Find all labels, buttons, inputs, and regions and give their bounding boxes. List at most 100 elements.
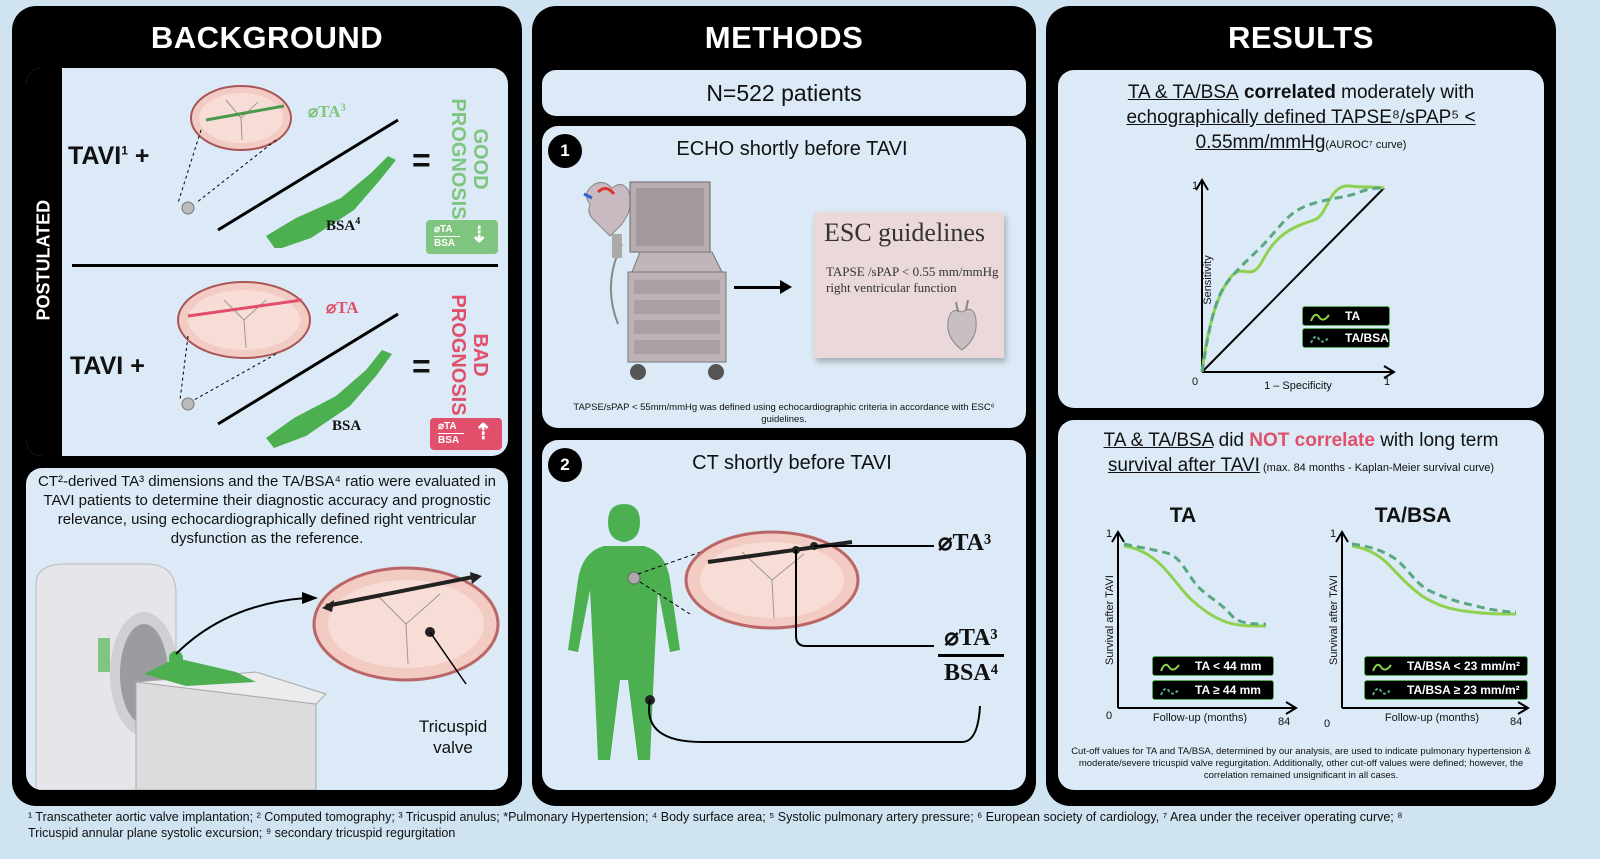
heart-icon — [947, 300, 977, 351]
survival-note: Cut-off values for TA and TA/BSA, determ… — [1071, 746, 1531, 781]
km-left-legend-2: TA ≥ 44 mm — [1152, 680, 1274, 700]
postulated-bar — [26, 68, 62, 456]
methods-title: METHODS — [704, 20, 864, 55]
patients-panel: N=522 patients — [542, 70, 1026, 116]
good-tavi-label: TAVI1 + — [68, 142, 150, 170]
dashed-curve-icon — [1372, 687, 1392, 696]
solid-curve-icon — [1160, 663, 1180, 672]
km-left-legend-1: TA < 44 mm — [1152, 656, 1274, 676]
step1-title: ECHO shortly before TAVI — [676, 138, 908, 160]
esc-card-line1: TAPSE /sPAP < 0.55 mm/mmHg — [826, 264, 999, 279]
good-ta-label: ⌀TA3 — [308, 102, 346, 121]
roc-legend-ta-bsa: TA/BSA — [1302, 328, 1390, 348]
results-column: RESULTS TA & TA/BSA correlated moderatel… — [1046, 6, 1556, 806]
good-ta-line — [205, 104, 285, 122]
km-left-x-max: 84 — [1278, 716, 1291, 728]
step2-title: CT shortly before TAVI — [692, 452, 892, 474]
echo-machine-illustration — [583, 181, 727, 380]
patients-count: N=522 patients — [706, 80, 862, 106]
step2-number: 2 — [548, 448, 582, 482]
km-right-curve-solid — [1351, 544, 1517, 616]
dashed-curve-icon — [1310, 335, 1330, 344]
solid-curve-icon — [1372, 663, 1392, 672]
survival-panel: TA & TA/BSA did NOT correlate with long … — [1058, 420, 1544, 790]
km-left-x-label: Follow-up (months) — [1152, 712, 1248, 724]
km-right-y-max: 1 — [1330, 528, 1337, 540]
bad-body-figure — [266, 350, 392, 448]
bad-ratio-badge: ⌀TA BSA ⇡ — [430, 418, 502, 450]
human-figure — [568, 504, 680, 760]
down-arrow-icon: ⇣ — [470, 222, 489, 247]
good-ratio-badge: ⌀TA BSA ⇣ — [426, 220, 498, 254]
postulated-panel: POSTULATED TAVI1 + ⌀TA3 BSA4 = GOOD PROG… — [26, 68, 508, 456]
background-column: BACKGROUND POSTULATED TAVI1 + ⌀TA3 BSA4 … — [12, 6, 522, 806]
km-right-title: TA/BSA — [1374, 504, 1452, 527]
km-right-origin: 0 — [1324, 718, 1331, 730]
results-title: RESULTS — [1228, 20, 1374, 55]
km-left-curve-dashed — [1123, 542, 1267, 626]
roc-y-max: 1 — [1192, 180, 1199, 192]
km-left-y-label: Survival after TAVI — [1104, 575, 1116, 665]
roc-curve-ta — [1200, 184, 1385, 373]
up-arrow-icon: ⇡ — [474, 419, 493, 444]
postulated-divider — [72, 264, 498, 267]
ct-ratio-label: ⌀TA³ BSA⁴ — [938, 624, 1004, 687]
km-right-x-label: Follow-up (months) — [1384, 712, 1480, 724]
good-equals: = — [412, 142, 431, 178]
roc-panel: TA & TA/BSA correlated moderately with e… — [1058, 70, 1544, 408]
dashed-curve-icon — [1160, 687, 1180, 696]
ct-body-diagram — [568, 504, 981, 760]
bad-ta-line — [187, 298, 303, 318]
roc-legend-ta: TA — [1302, 306, 1390, 326]
right-arrowhead — [780, 280, 792, 294]
footnote-line-1: ¹ Transcatheter aortic valve implantatio… — [28, 810, 1403, 824]
km-left-title: TA — [1169, 504, 1197, 527]
good-valve-diagram — [177, 85, 399, 248]
description-text: CT²-derived TA³ dimensions and the TA/BS… — [37, 473, 497, 547]
km-right-x-max: 84 — [1510, 716, 1523, 728]
methods-column: METHODS N=522 patients 1 ECHO shortly be… — [532, 6, 1036, 806]
esc-card-title: ESC guidelines — [824, 218, 986, 247]
survival-heading: TA & TA/BSA did NOT correlate with long … — [1103, 430, 1499, 476]
km-left-chart — [1111, 530, 1298, 715]
bad-bsa-label: BSA — [332, 418, 362, 434]
roc-chart — [1195, 178, 1396, 379]
roc-y-label: Sensitivity — [1202, 255, 1214, 305]
description-panel: CT²-derived TA³ dimensions and the TA/BS… — [26, 468, 508, 790]
km-right-y-label: Survival after TAVI — [1328, 575, 1340, 665]
ct-scanner-illustration — [35, 563, 500, 790]
esc-card-line2: right ventricular function — [826, 280, 957, 295]
km-left-origin: 0 — [1106, 710, 1113, 722]
km-right-legend-1: TA/BSA < 23 mm/m² — [1364, 656, 1528, 676]
step1-number: 1 — [548, 134, 582, 168]
km-right-chart — [1335, 530, 1530, 715]
roc-origin: 0 — [1192, 376, 1199, 388]
km-left-y-max: 1 — [1106, 528, 1113, 540]
bad-tavi-label: TAVI + — [70, 352, 145, 380]
esc-guidelines-card: ESC guidelines TAPSE /sPAP < 0.55 mm/mmH… — [814, 212, 1004, 358]
background-title: BACKGROUND — [150, 20, 384, 55]
solid-curve-icon — [1310, 313, 1330, 322]
roc-x-label: 1 – Specificity — [1264, 380, 1332, 392]
roc-diagonal — [1201, 187, 1385, 373]
bad-equals: = — [412, 348, 431, 384]
step1-note: TAPSE/sPAP < 55mm/mmHg was defined using… — [573, 402, 995, 425]
km-right-curve-dashed — [1351, 542, 1517, 614]
roc-curve-ta-bsa — [1200, 186, 1385, 373]
bad-prognosis-label: BAD PROGNOSIS — [447, 294, 491, 416]
km-right-legend-2: TA/BSA ≥ 23 mm/m² — [1364, 680, 1528, 700]
valve-label: Tricuspid valve — [418, 717, 488, 757]
postulated-label: POSTULATED — [33, 199, 54, 321]
roc-heading: TA & TA/BSA correlated moderately with e… — [1126, 82, 1476, 153]
roc-x-max: 1 — [1384, 376, 1391, 388]
good-body-figure — [266, 156, 396, 248]
ct-ta-label: ⌀TA³ — [938, 530, 992, 556]
good-prognosis-label: GOOD PROGNOSIS — [447, 98, 491, 220]
ct-panel: 2 CT shortly before TAVI ⌀TA³ ⌀TA³ BSA⁴ — [542, 440, 1026, 790]
km-left-curve-solid — [1123, 544, 1267, 628]
right-arrow-icon — [734, 286, 784, 289]
bad-ta-label: ⌀TA — [326, 298, 359, 317]
footnote-line-2: Tricuspid annular plane systolic excursi… — [28, 826, 456, 840]
bad-valve-diagram — [177, 281, 399, 448]
echo-panel: 1 ECHO shortly before TAVI ESC guideline… — [542, 126, 1026, 428]
